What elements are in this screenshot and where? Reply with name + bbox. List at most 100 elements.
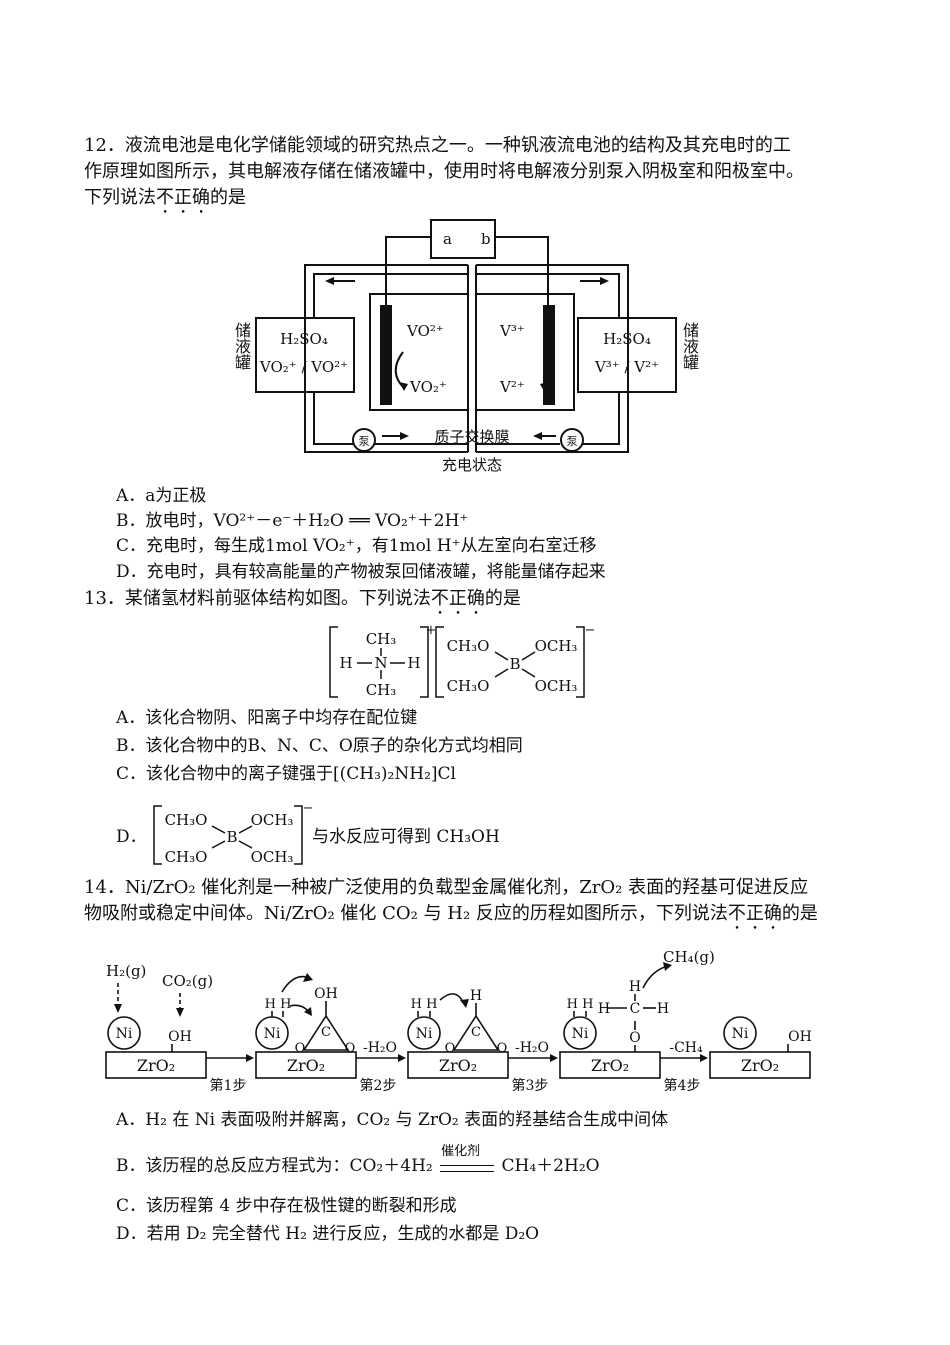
q14-emphasis: 不正确 <box>727 903 782 924</box>
left-top-species: VO²⁺ <box>406 322 444 340</box>
support-2 <box>255 1051 357 1079</box>
ni-label-2: Ni <box>264 1026 281 1042</box>
h-right-4: H <box>657 1001 669 1017</box>
ni-label-4: Ni <box>572 1026 589 1042</box>
q13-option-c: C．该化合物中的离子键强于[(CH₃)₂NH₂]Cl <box>116 764 456 784</box>
q14-stem-line1: 14．Ni/ZrO₂ 催化剂是一种被广泛使用的负载型金属催化剂，ZrO₂ 表面的… <box>84 877 809 898</box>
support-1 <box>105 1051 207 1079</box>
support-3 <box>407 1051 509 1079</box>
ni-4 <box>563 1016 597 1050</box>
co2g-label: CO₂(g) <box>162 972 213 990</box>
o-left-2: O <box>295 1041 306 1056</box>
q14-option-b-condition: 催化剂 <box>441 1144 481 1159</box>
q14-option-b-equals <box>440 1165 495 1172</box>
oh-label-2: OH <box>314 986 338 1002</box>
ni-label-1: Ni <box>116 1026 133 1042</box>
right-tank <box>577 317 677 393</box>
zro2-5: ZrO₂ <box>741 1056 779 1075</box>
right-bottom-species: V²⁺ <box>499 378 525 396</box>
left-tank-l1: H₂SO₄ <box>280 330 328 348</box>
right-tank-l1: H₂SO₄ <box>603 330 651 348</box>
ni-1 <box>107 1016 141 1050</box>
anion-b: B <box>509 655 520 673</box>
q12-emphasis: 不正确 <box>156 187 210 208</box>
o-right-2: O <box>345 1041 356 1056</box>
right-pump-label: 泵 <box>567 435 578 448</box>
support-4 <box>559 1051 661 1079</box>
anion-och3-top: OCH₃ <box>535 637 578 655</box>
q14-option-b-arrow: 催化剂 <box>438 1144 496 1178</box>
q12-option-d: D．充电时，具有较高能量的产物被泵回储液罐，将能量储存起来 <box>116 562 606 582</box>
h2g-label: H₂(g) <box>106 962 146 980</box>
q14-option-b-pre: B．该历程的总反应方程式为：CO₂＋4H₂ <box>116 1156 433 1176</box>
zro2-2: ZrO₂ <box>287 1056 325 1075</box>
q14-stem-post: 的是 <box>781 903 818 924</box>
q12-option-a: A．a为正极 <box>116 486 207 506</box>
anion-charge: − <box>585 623 596 638</box>
optd-charge: − <box>303 801 314 816</box>
optd-och3-bottom: OCH₃ <box>251 848 294 866</box>
h-label-3: H <box>470 988 482 1004</box>
c-label-2: C <box>321 1025 331 1040</box>
anion-och3-bottom: OCH₃ <box>535 677 578 695</box>
q13-option-d-text: 与水反应可得到 CH₃OH <box>312 827 500 847</box>
cation-ch3-top: CH₃ <box>366 630 397 648</box>
ch4g-label: CH₄(g) <box>663 948 715 966</box>
ni-label-3: Ni <box>416 1026 433 1042</box>
anion-ch3o-top: CH₃O <box>447 637 490 655</box>
cation-h-right: H <box>407 654 420 672</box>
left-tank-label: 储液罐 <box>232 322 251 370</box>
left-pump-label: 泵 <box>359 435 370 448</box>
o-right-3: O <box>497 1041 508 1056</box>
step-1-label: 第1步 <box>210 1077 247 1094</box>
q14-option-d: D．若用 D₂ 完全替代 H₂ 进行反应，生成的水都是 D₂O <box>116 1224 540 1244</box>
q13-stem: 13．某储氢材料前驱体结构如图。下列说法不正确的是 <box>84 586 521 619</box>
q13-option-a: A．该化合物阴、阳离子中均存在配位键 <box>116 708 418 728</box>
cation-charge: + <box>426 623 437 638</box>
optd-b: B <box>226 828 237 846</box>
right-top-species: V³⁺ <box>499 322 525 340</box>
h-left-4: H <box>598 1001 610 1017</box>
q12-stem-line2: 作原理如图所示，其电解液存储在储液罐中，使用时将电解液分别泵入阴极室和阳极室中。 <box>84 161 804 182</box>
q12-option-b: B．放电时，VO²⁺－e⁻＋H₂O ══ VO₂⁺＋2H⁺ <box>116 511 469 531</box>
optd-ch3o-bottom: CH₃O <box>165 848 208 866</box>
step-4-label: 第4步 <box>664 1077 701 1094</box>
left-tank <box>255 317 355 393</box>
left-tank-l2: VO₂⁺ / VO²⁺ <box>259 358 348 376</box>
membrane-label: 质子交换膜 <box>434 428 509 446</box>
zro2-3: ZrO₂ <box>439 1056 477 1075</box>
right-tank-l2: V³⁺ / V²⁺ <box>594 358 659 376</box>
optd-och3-top: OCH₃ <box>251 811 294 829</box>
c-label-3: C <box>471 1025 481 1040</box>
step-3-label: 第3步 <box>512 1077 549 1094</box>
state-label: 充电状态 <box>442 456 502 474</box>
hh-label-4: H H <box>567 997 594 1012</box>
minus-ch4: -CH₄ <box>669 1040 703 1056</box>
o-left-3: O <box>445 1041 456 1056</box>
right-tank-label: 储液罐 <box>680 322 699 370</box>
q13-stem-pre: 13．某储氢材料前驱体结构如图。下列说法 <box>84 588 431 609</box>
cation-ch3-bottom: CH₃ <box>366 681 397 699</box>
zro2-1: ZrO₂ <box>137 1056 175 1075</box>
hh-label-3: H H <box>411 997 438 1012</box>
left-electrode <box>380 305 392 405</box>
q13-emphasis: 不正确 <box>430 588 485 609</box>
minus-h2o-1: -H₂O <box>363 1040 397 1056</box>
support-5 <box>709 1051 811 1079</box>
terminal-b: b <box>481 230 491 248</box>
q14-stem-line2: 物吸附或稳定中间体。Ni/ZrO₂ 催化 CO₂ 与 H₂ 反应的历程如图所示，… <box>84 901 818 934</box>
step-2-label: 第2步 <box>360 1077 397 1094</box>
q14-stem-pre: 物吸附或稳定中间体。Ni/ZrO₂ 催化 CO₂ 与 H₂ 反应的历程如图所示，… <box>84 903 728 924</box>
q13-option-d-label: D． <box>116 827 147 847</box>
terminal-a: a <box>443 230 452 248</box>
hh-label-2: H H <box>265 997 292 1012</box>
c-label-4: C <box>630 1001 641 1017</box>
cation-h-left: H <box>339 654 352 672</box>
right-electrode <box>543 305 555 405</box>
q13-option-b: B．该化合物中的B、N、C、O原子的杂化方式均相同 <box>116 736 523 756</box>
minus-h2o-2: -H₂O <box>515 1040 549 1056</box>
q12-stem-line1: 12．液流电池是电化学储能领域的研究热点之一。一种钒液流电池的结构及其充电时的工 <box>84 135 791 156</box>
cation-n: N <box>374 654 387 672</box>
